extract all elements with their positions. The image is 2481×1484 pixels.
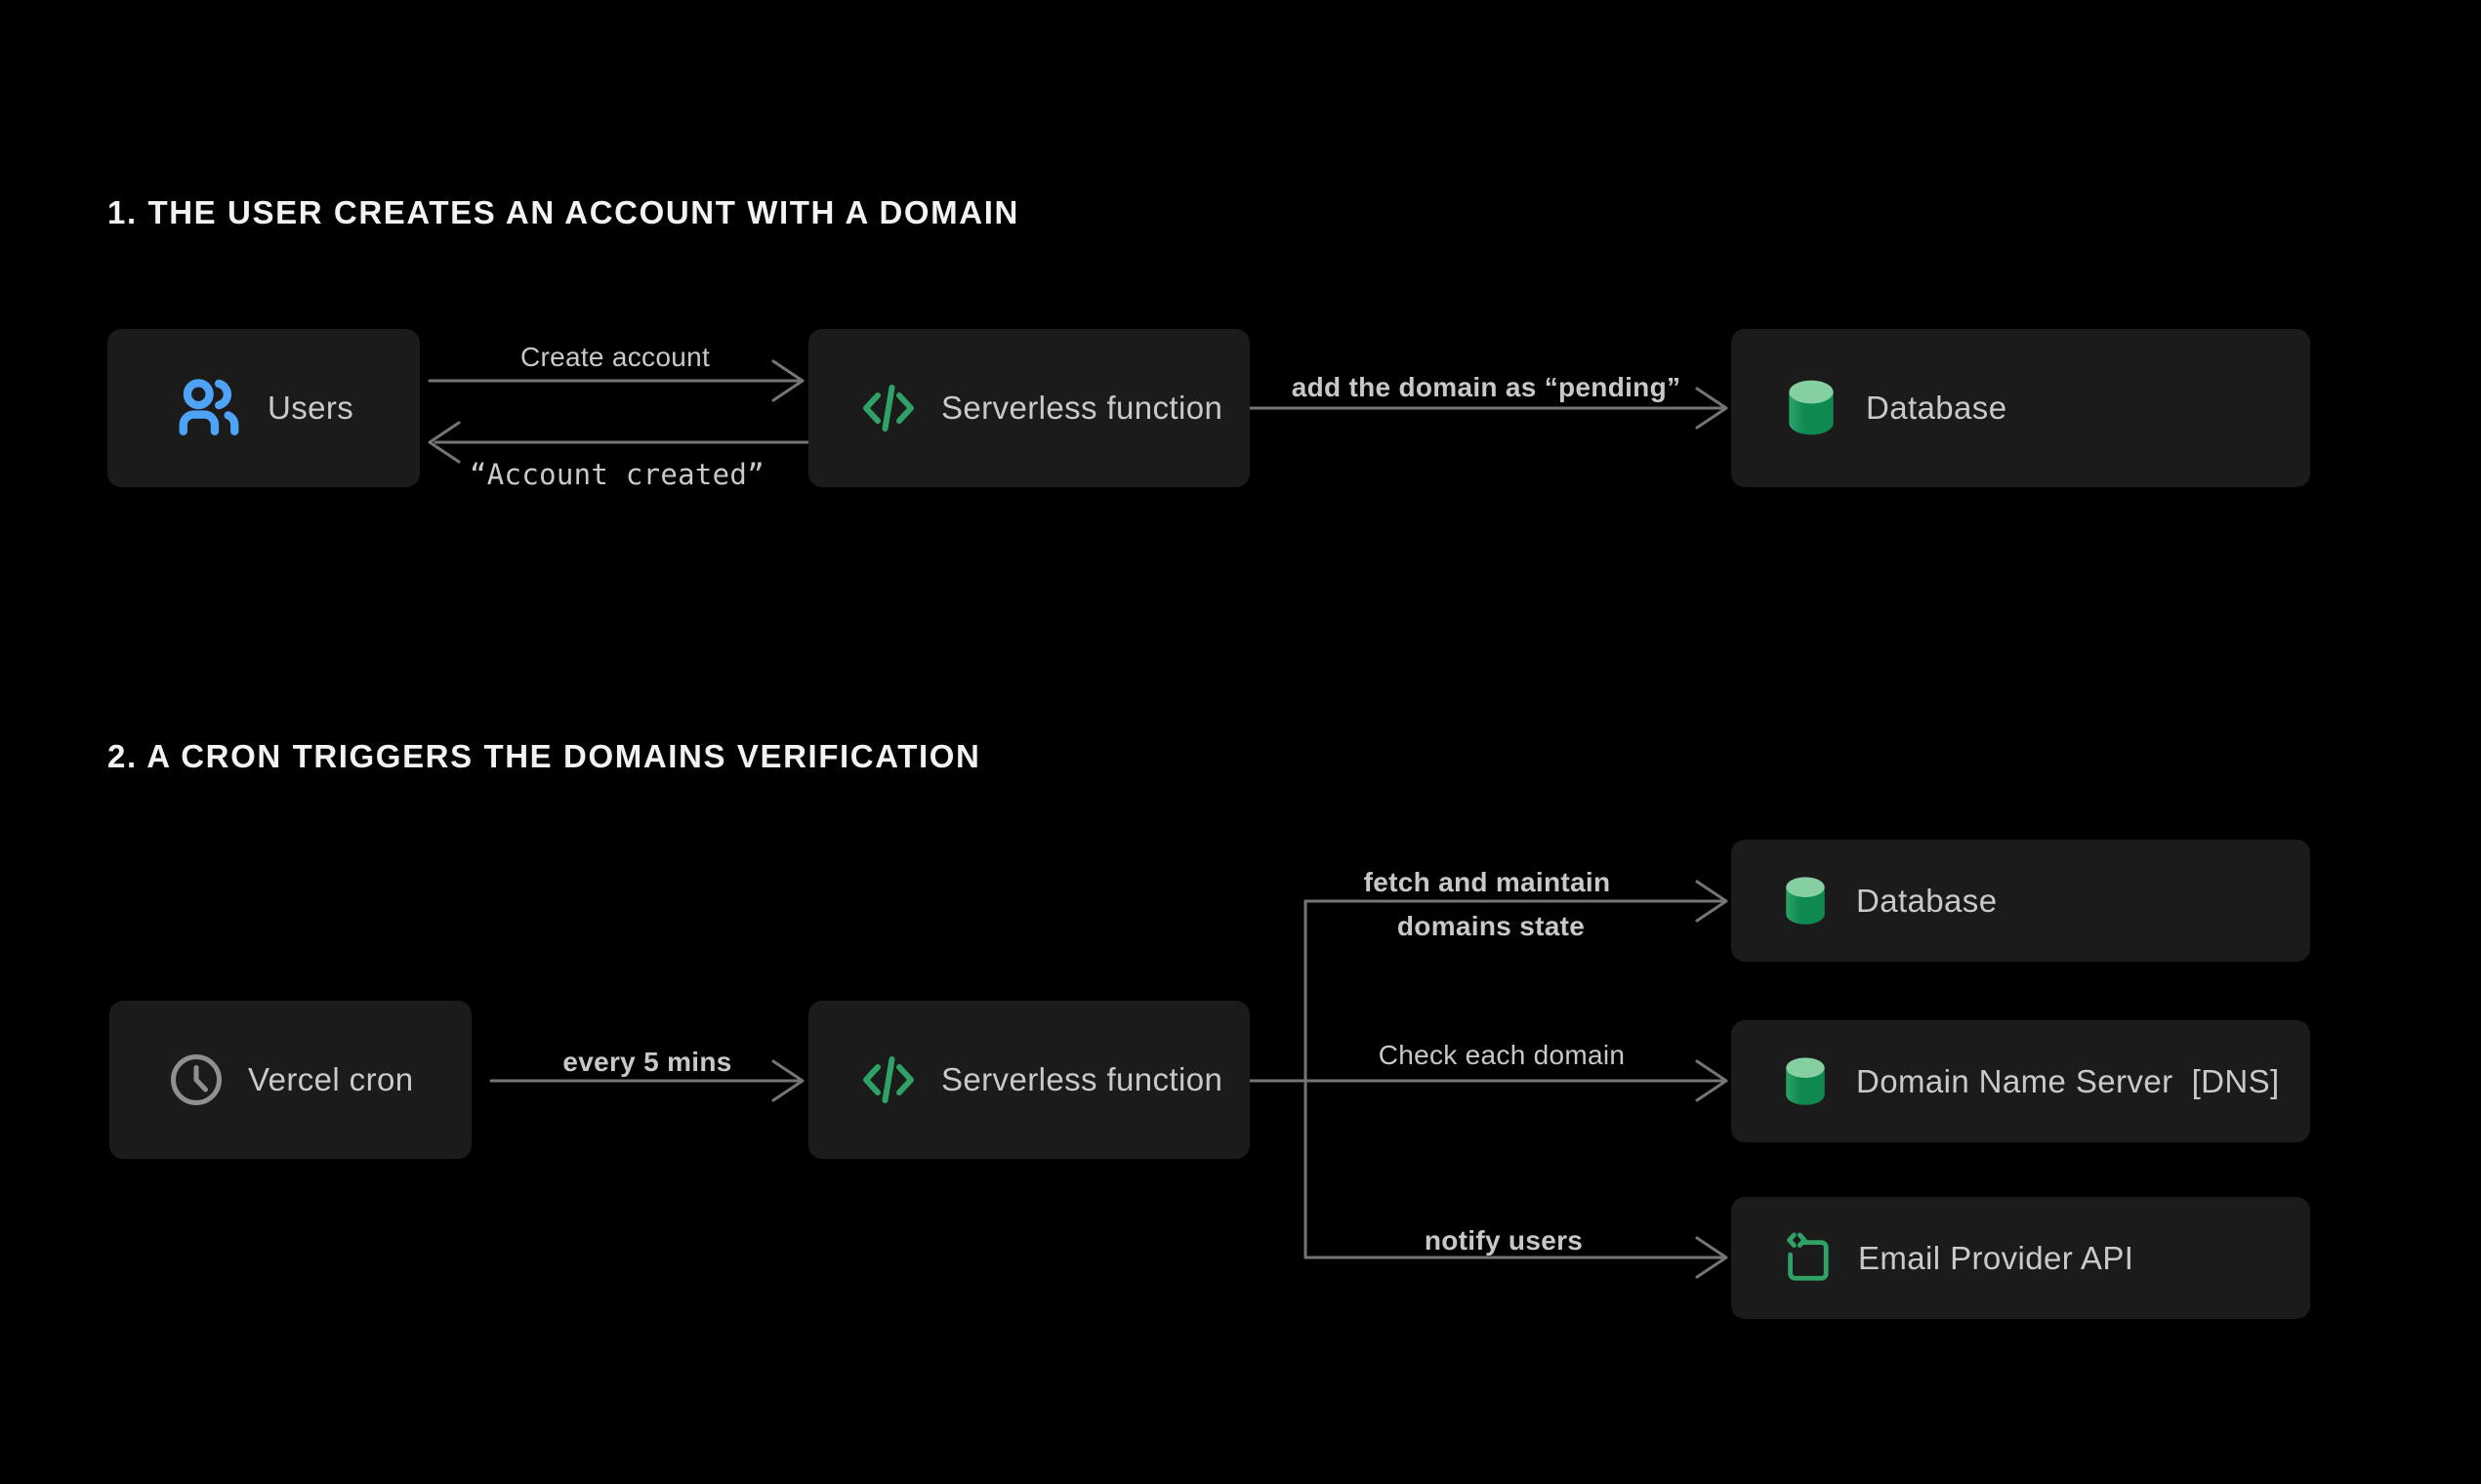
- node-label: Vercel cron: [248, 1061, 414, 1097]
- code-icon: [861, 381, 916, 435]
- email-provider-node: Email Provider API: [1731, 1197, 2310, 1319]
- arrow-label-fetch-maintain-line2: domains state: [1396, 911, 1586, 941]
- arrow-label-notify-users: notify users: [1424, 1225, 1584, 1256]
- node-label: Database: [1866, 390, 2007, 426]
- serverless-function-node-1: Serverless function: [808, 329, 1250, 487]
- vercel-cron-node: Vercel cron: [109, 1001, 472, 1159]
- node-label: Users: [268, 390, 354, 426]
- database-icon: [1782, 376, 1840, 440]
- arrow-label-create-account: Create account: [519, 342, 711, 372]
- arrow-label-account-created: “Account created”: [470, 458, 765, 491]
- node-label: Database: [1856, 882, 1998, 919]
- serverless-function-node-2: Serverless function: [808, 1001, 1250, 1159]
- dns-node: Domain Name Server [DNS]: [1731, 1020, 2310, 1142]
- node-label: Serverless function: [941, 1061, 1223, 1097]
- database-icon: [1780, 1053, 1831, 1110]
- api-icon: [1780, 1231, 1833, 1285]
- database-node-1: Database: [1731, 329, 2310, 487]
- arrow-label-fetch-maintain-line1: fetch and maintain: [1363, 867, 1611, 897]
- arrow-label-add-domain: add the domain as “pending”: [1291, 372, 1681, 402]
- database-icon: [1780, 873, 1831, 929]
- node-label: Email Provider API: [1858, 1239, 2134, 1276]
- arrow-account-created: [428, 421, 810, 464]
- database-node-2: Database: [1731, 840, 2310, 962]
- users-node: Users: [107, 329, 420, 487]
- code-icon: [861, 1052, 916, 1107]
- arrow-label-check-domain: Check each domain: [1378, 1040, 1626, 1070]
- clock-icon: [170, 1053, 223, 1106]
- arrow-label-every-5-mins: every 5 mins: [562, 1047, 732, 1077]
- users-icon: [176, 378, 242, 438]
- section2-title: 2. A CRON TRIGGERS THE DOMAINS VERIFICAT…: [107, 738, 981, 774]
- node-label: Domain Name Server [DNS]: [1856, 1062, 2280, 1099]
- section1-title: 1. THE USER CREATES AN ACCOUNT WITH A DO…: [107, 194, 1019, 230]
- node-label: Serverless function: [941, 390, 1223, 426]
